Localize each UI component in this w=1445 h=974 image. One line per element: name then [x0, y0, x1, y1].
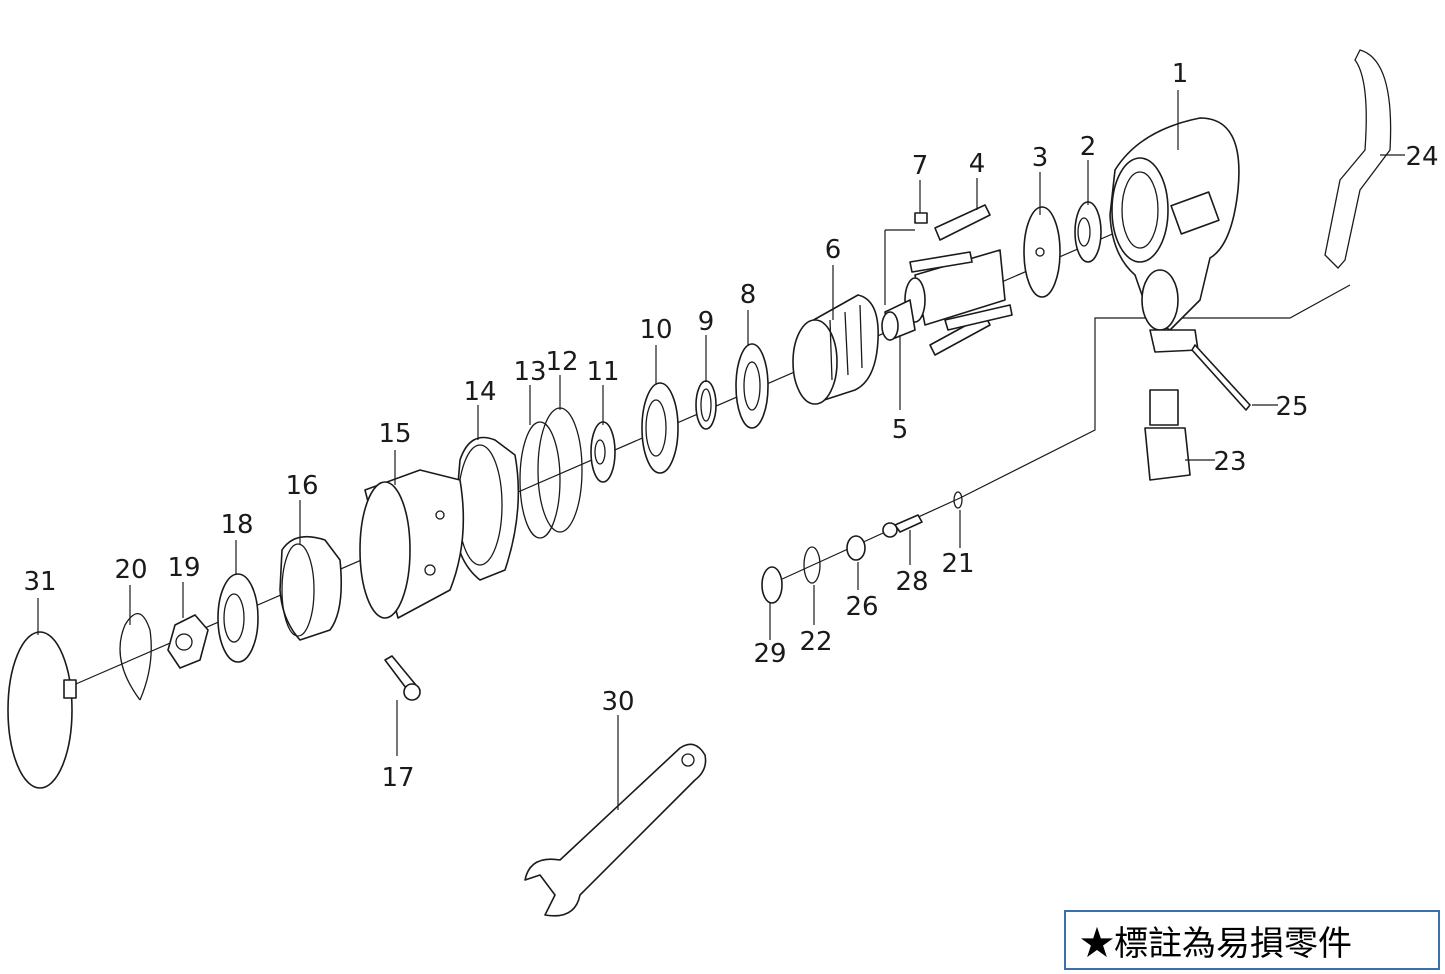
part-20-retaining-ring	[119, 613, 152, 701]
part-5-shaft	[881, 299, 916, 341]
leader-lines	[37, 90, 1405, 810]
callout-21: 21	[941, 549, 974, 579]
part-28-valve-stem	[882, 514, 923, 538]
callout-8: 8	[740, 280, 757, 310]
callout-24: 24	[1405, 142, 1438, 172]
callout-labels: 1 2 3 4 5 6 7 8 9 10 11 12 13 14 15 16 1…	[23, 59, 1438, 793]
callout-4: 4	[969, 149, 986, 179]
wear-parts-legend: ★標註為易損零件	[1064, 910, 1440, 970]
part-17-screw	[384, 655, 421, 701]
callout-20: 20	[114, 555, 147, 585]
callout-10: 10	[639, 315, 672, 345]
callout-5: 5	[892, 415, 909, 445]
part-30-wrench	[524, 743, 707, 917]
part-23-inlet-fitting	[1144, 389, 1191, 481]
part-19-nut	[167, 614, 209, 669]
part-4-vanes	[929, 204, 991, 356]
callout-14: 14	[463, 377, 496, 407]
callout-9: 9	[698, 307, 715, 337]
callout-31: 31	[23, 567, 56, 597]
part-26-spring	[846, 535, 866, 561]
callout-30: 30	[601, 687, 634, 717]
callout-11: 11	[586, 357, 619, 387]
callout-26: 26	[845, 592, 878, 622]
part-1-housing	[1109, 117, 1240, 353]
callout-3: 3	[1032, 143, 1049, 173]
part-21-o-ring	[953, 491, 963, 509]
part-11-seal	[590, 421, 616, 483]
part-22-o-ring	[803, 546, 821, 584]
part-15-front-housing	[359, 469, 465, 619]
part-14-nut-ring	[454, 436, 520, 581]
callout-1: 1	[1172, 59, 1189, 89]
part-18-bearing	[217, 573, 259, 663]
callout-28: 28	[895, 567, 928, 597]
part-3-end-plate	[1023, 206, 1061, 298]
part-10-bearing	[641, 382, 679, 474]
callout-23: 23	[1213, 447, 1246, 477]
callout-12: 12	[545, 347, 578, 377]
part-25-pin	[1191, 344, 1251, 411]
part-6-cylinder	[792, 294, 879, 405]
callout-7: 7	[912, 151, 929, 181]
callout-2: 2	[1080, 132, 1097, 162]
callout-15: 15	[378, 419, 411, 449]
valve-axis-line	[779, 284, 1351, 581]
part-2-bearing	[1074, 201, 1102, 263]
part-24-lever	[1324, 49, 1392, 269]
part-12-13-o-rings	[519, 407, 583, 539]
part-16-cap	[279, 535, 343, 641]
part-rotor	[904, 249, 1013, 331]
callout-6: 6	[825, 235, 842, 265]
part-8-washer	[735, 343, 769, 429]
callout-29: 29	[753, 639, 786, 669]
callout-17: 17	[381, 763, 414, 793]
callout-22: 22	[799, 627, 832, 657]
callout-16: 16	[285, 471, 318, 501]
callout-25: 25	[1275, 392, 1308, 422]
legend-text: ★標註為易損零件	[1080, 923, 1352, 964]
part-29-plug	[761, 566, 783, 604]
part-31-pad	[7, 631, 77, 789]
callout-13: 13	[513, 357, 546, 387]
callout-19: 19	[167, 553, 200, 583]
part-9-ring	[695, 380, 717, 430]
callout-18: 18	[220, 510, 253, 540]
part-7-pin	[914, 212, 928, 224]
